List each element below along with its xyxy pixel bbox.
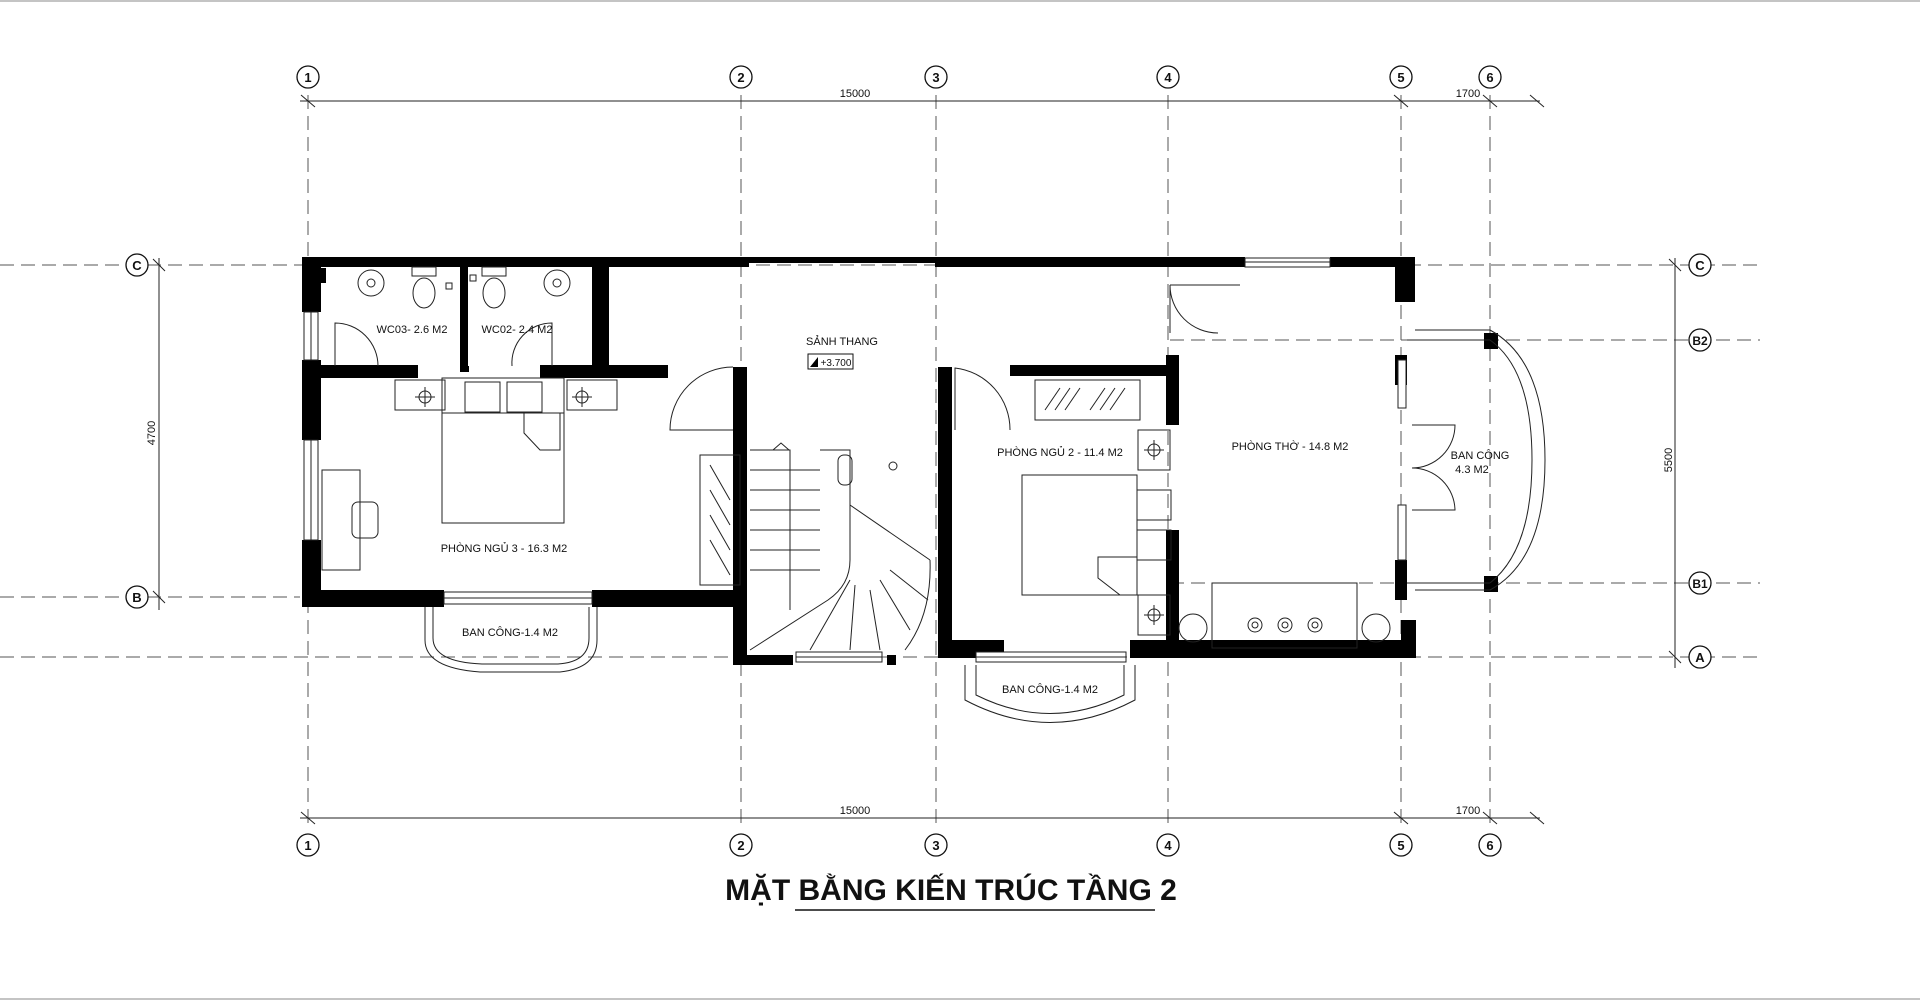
level-marker xyxy=(807,353,854,370)
room-label-stair-hall: SẢNH THANG xyxy=(806,335,878,348)
bedroom2-furniture xyxy=(1021,379,1172,636)
axis-label-3-top: 3 xyxy=(932,70,939,85)
dimension-lines xyxy=(152,94,1682,825)
axis-label-1-top: 1 xyxy=(304,70,311,85)
axis-label-b1-right: B1 xyxy=(1692,577,1708,591)
axis-label-2-top: 2 xyxy=(737,70,744,85)
axis-label-c-right: C xyxy=(1695,258,1705,273)
grid-lines xyxy=(0,95,1760,830)
grid-bubbles xyxy=(125,65,1712,857)
doors xyxy=(334,284,1456,511)
dim-bottom-side: 1700 xyxy=(1456,805,1480,817)
dim-left-height: 4700 xyxy=(146,421,158,445)
axis-label-5-top: 5 xyxy=(1397,70,1404,85)
balconies xyxy=(424,329,1546,723)
worship-room-furniture xyxy=(1178,582,1391,649)
room-label-bedroom3: PHÒNG NGỦ 3 - 16.3 M2 xyxy=(441,542,568,555)
room-label-balcony-right: BAN CÔNG xyxy=(1451,449,1510,462)
axis-label-b2-right: B2 xyxy=(1692,334,1708,348)
dim-top-main: 15000 xyxy=(840,88,871,100)
axis-label-c-left: C xyxy=(132,258,142,273)
axis-label-2-bottom: 2 xyxy=(737,838,744,853)
staircase xyxy=(749,442,931,651)
room-label-wc03: WC03- 2.6 M2 xyxy=(377,324,448,336)
dim-bottom-main: 15000 xyxy=(840,805,871,817)
axis-label-3-bottom: 3 xyxy=(932,838,939,853)
axis-label-6-bottom: 6 xyxy=(1486,838,1493,853)
axis-label-a-right: A xyxy=(1695,650,1705,665)
drawing-title: MẶT BẰNG KIẾN TRÚC TẦNG 2 xyxy=(725,873,1177,907)
axis-label-6-top: 6 xyxy=(1486,70,1493,85)
room-label-balcony-right-area: 4.3 M2 xyxy=(1455,464,1489,476)
axis-label-4-top: 4 xyxy=(1164,70,1172,85)
room-label-worship: PHÒNG THỜ - 14.8 M2 xyxy=(1232,440,1349,453)
wc03-fixtures xyxy=(357,266,453,309)
dim-top-side: 1700 xyxy=(1456,88,1480,100)
axis-label-1-bottom: 1 xyxy=(304,838,311,853)
room-label-balcony-left: BAN CÔNG-1.4 M2 xyxy=(462,626,558,639)
stair-level-label: +3.700 xyxy=(821,358,852,369)
bedroom3-furniture xyxy=(321,377,741,586)
windows xyxy=(303,257,1407,663)
axis-label-b-left: B xyxy=(132,590,141,605)
axis-label-4-bottom: 4 xyxy=(1164,838,1172,853)
wc02-fixtures xyxy=(469,266,571,309)
axis-label-5-bottom: 5 xyxy=(1397,838,1404,853)
dim-right-height: 5500 xyxy=(1663,448,1675,472)
room-label-wc02: WC02- 2.4 M2 xyxy=(482,324,553,336)
room-label-bedroom2: PHÒNG NGỦ 2 - 11.4 M2 xyxy=(997,446,1123,459)
room-label-balcony-mid: BAN CÔNG-1.4 M2 xyxy=(1002,683,1098,696)
